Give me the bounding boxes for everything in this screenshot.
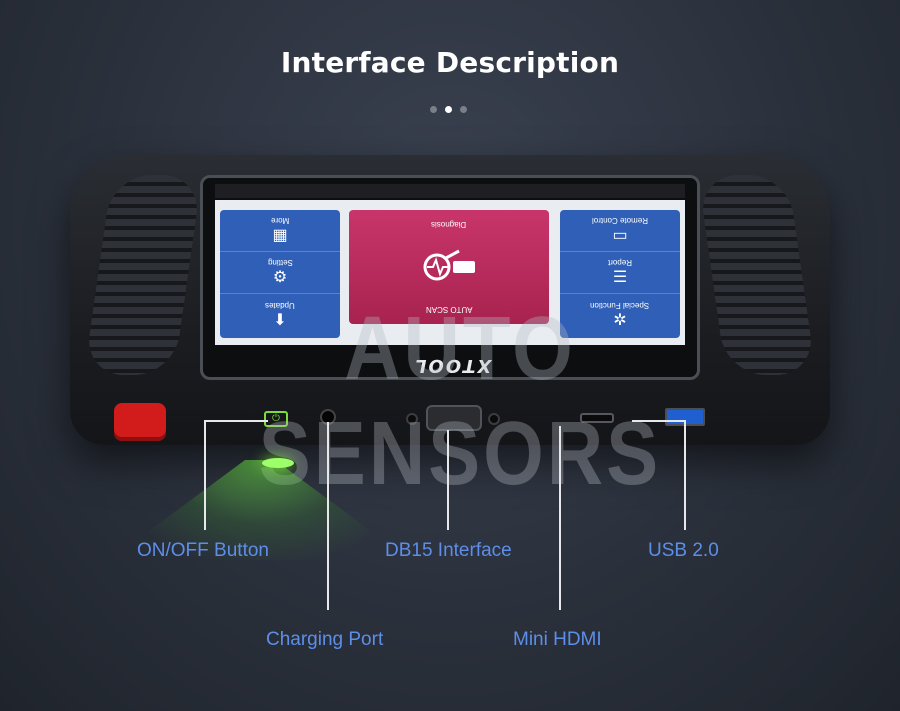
label-charging-port: Charging Port <box>266 629 384 650</box>
page-title: Interface Description <box>280 46 620 79</box>
screen-bezel: More ▦ Setting ⚙ Updates ⬇ Diagnosis <box>200 175 700 380</box>
diagnosis-icon <box>423 249 475 281</box>
red-side-button[interactable] <box>114 403 166 441</box>
diagnostic-tablet: More ▦ Setting ⚙ Updates ⬇ Diagnosis <box>70 155 830 445</box>
device-screen: More ▦ Setting ⚙ Updates ⬇ Diagnosis <box>215 200 685 345</box>
left-tile-column: More ▦ Setting ⚙ Updates ⬇ <box>220 210 340 338</box>
watermark: AUTO SENSORS <box>258 297 662 504</box>
right-tile-column: Remote Control ▭ Report ☰ Special Functi… <box>560 210 680 338</box>
download-icon: ⬇ <box>273 311 287 329</box>
gear-icon: ⚙ <box>272 269 288 286</box>
remote-icon: ▭ <box>612 227 628 244</box>
label-usb-2-0: USB 2.0 <box>648 540 719 561</box>
tile-setting[interactable]: Setting ⚙ <box>220 252 340 294</box>
tile-remote-control[interactable]: Remote Control ▭ <box>560 210 680 252</box>
db15-port <box>426 405 482 431</box>
power-button[interactable]: ⏻ <box>264 411 288 427</box>
tile-label: Report <box>607 258 632 267</box>
mini-hdmi-port <box>580 413 614 423</box>
tile-special-function[interactable]: Special Function ✲ <box>560 294 680 336</box>
tile-diagnosis[interactable]: Diagnosis AUTO SCAN <box>349 210 549 324</box>
left-grip <box>83 175 203 375</box>
wrench-gear-icon: ✲ <box>613 311 627 329</box>
grid-plus-icon: ▦ <box>272 227 288 244</box>
port-panel: ⏻ <box>110 393 790 441</box>
callout-line-power <box>204 420 206 530</box>
status-bar <box>215 184 685 198</box>
carousel-dot-active[interactable] <box>445 106 452 113</box>
power-icon: ⏻ <box>272 413 280 424</box>
screw <box>488 413 500 425</box>
carousel-dot[interactable] <box>430 106 437 113</box>
carousel-dot[interactable] <box>460 106 467 113</box>
callout-line-power-h <box>204 420 268 422</box>
callout-line-usb <box>684 420 686 530</box>
tile-report[interactable]: Report ☰ <box>560 252 680 294</box>
tile-label: Diagnosis <box>431 220 467 229</box>
callout-line-charging <box>327 422 329 610</box>
report-icon: ☰ <box>612 269 628 286</box>
carousel-dots <box>430 106 467 113</box>
screw <box>406 413 418 425</box>
tile-label: More <box>270 216 290 225</box>
callout-line-usb-h <box>632 420 686 422</box>
callout-line-hdmi <box>559 426 561 610</box>
label-on-off-button: ON/OFF Button <box>137 540 269 561</box>
power-glow-core <box>262 458 294 468</box>
label-mini-hdmi: Mini HDMI <box>513 629 602 650</box>
tile-updates[interactable]: Updates ⬇ <box>220 294 340 336</box>
label-db15-interface: DB15 Interface <box>385 540 512 561</box>
tile-more[interactable]: More ▦ <box>220 210 340 252</box>
tile-label: Setting <box>267 258 293 267</box>
tile-label: Remote Control <box>591 216 649 225</box>
callout-line-db15 <box>447 430 449 530</box>
